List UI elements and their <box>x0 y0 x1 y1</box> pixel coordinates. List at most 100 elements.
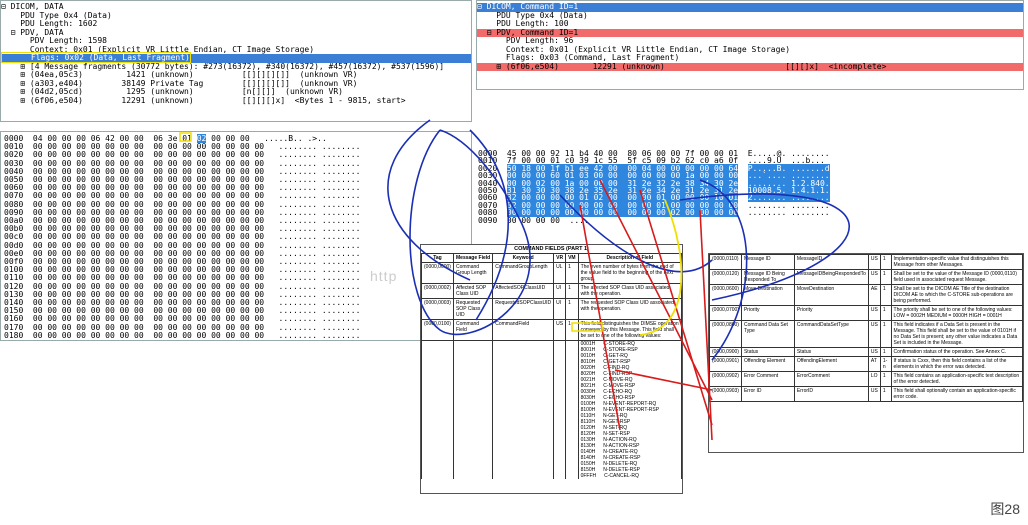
left-tree-row[interactable]: PDU Type 0x4 (Data) <box>1 11 471 21</box>
hex-ascii: ........ ........ <box>278 289 361 299</box>
table-cell: The affected SOP Class UID associated wi… <box>577 283 683 299</box>
hex-offset: 0070 <box>4 191 24 201</box>
command-code: 0140H <box>580 449 596 455</box>
table-cell: 1-n <box>879 356 892 372</box>
hex-ascii: ........ ........ <box>278 281 361 291</box>
command-code: 0130H <box>580 437 596 443</box>
right-tree-row[interactable]: PDU Type 0x4 (Data) <box>477 11 1023 21</box>
table-cell: (0000,0000) <box>421 262 454 284</box>
hex-offset: 00c0 <box>4 232 24 242</box>
left-hex-row: 00c0 00 00 00 00 00 00 00 00 00 00 00 00… <box>4 233 360 242</box>
table-cell <box>492 365 555 371</box>
table-cell: (0000,0902) <box>709 371 742 387</box>
hex-bytes: 00 00 00 00 00 00 00 00 00 00 00 00 00 0… <box>32 298 265 307</box>
table-cell <box>553 425 567 431</box>
left-hex-row: 00f0 00 00 00 00 00 00 00 00 00 00 00 00… <box>4 257 360 267</box>
left-hex-row: 00a0 00 00 00 00 00 00 00 00 00 00 00 00… <box>4 216 360 226</box>
hex-bytes: 00 00 00 00 00 00 00 00 00 00 00 00 00 0… <box>32 150 265 160</box>
left-tree-row[interactable]: ⊞ (6f06,e504) 12291 (unknown) [[][][]x] … <box>1 96 471 106</box>
command-name: N-EVENT-REPORT-RSP <box>603 407 660 413</box>
left-hex-row: 00d0 00 00 00 00 00 00 00 00 00 00 00 00… <box>4 241 360 251</box>
table-cell <box>492 443 555 449</box>
hex-bytes: 00 00 00 00 00 00 00 00 00 00 00 00 00 0… <box>32 175 265 184</box>
right-tree-row[interactable]: Flags: 0x03 (Command, Last Fragment) <box>477 53 1023 63</box>
table-cell <box>553 467 567 473</box>
right-tree-row[interactable]: ⊞ (6f06,e504) 12291 (unknown) [[][]x] <i… <box>477 61 1023 71</box>
table-cell: Priority <box>740 305 795 321</box>
right-tree-row[interactable]: ⊟ DICOM, Command ID=1 <box>477 2 1023 12</box>
hex-ascii: ........ ........ <box>278 183 361 193</box>
hex-offset: 0100 <box>4 265 24 275</box>
table-cell: OffendingElement <box>793 356 869 372</box>
table-cell: US <box>553 319 567 341</box>
right-tree-row-text: ⊟ PDV, Command ID=1 <box>477 27 579 37</box>
hex-ascii: ........ ........ <box>278 158 361 168</box>
command-code: 8140H <box>580 455 596 461</box>
table-cell <box>553 359 567 365</box>
right-tree-row[interactable]: Context: 0x01 (Explicit VR Little Endian… <box>477 45 1023 55</box>
right-tree-row-text: Flags: 0x03 (Command, Last Fragment) <box>477 53 680 62</box>
left-tree-row[interactable]: ⊞ (04d2,05cd) 1295 (unknown) [n[][]] (un… <box>1 87 471 97</box>
left-tree-row[interactable]: PDU Length: 1602 <box>1 19 471 29</box>
left-tree-row[interactable]: Context: 0x01 (Explicit VR Little Endian… <box>1 45 471 55</box>
left-tree-row-text: Flags: 0x02 (Data, Last Fragment) <box>1 52 191 63</box>
right-hex-row: 0030 00 00 00 60 01 03 00 00 00 00 00 00… <box>478 171 830 181</box>
left-tree-row[interactable]: ⊞ (a303,e404) 38149 Private Tag [[][][][… <box>1 79 471 89</box>
command-code: 8120H <box>580 431 596 437</box>
table-cell: (0000,0002) <box>421 283 454 299</box>
hex-offset: 0160 <box>4 314 24 324</box>
left-hex-row: 0040 00 00 00 00 00 00 00 00 00 00 00 00… <box>4 166 360 177</box>
hex-offset: 0040 <box>4 166 24 176</box>
left-hex-row: 0100 00 00 00 00 00 00 00 00 00 00 00 00… <box>4 265 361 275</box>
hex-ascii: ...`.... ........ <box>747 171 830 181</box>
left-tree-row-text: ⊟ PDV, DATA <box>1 27 64 37</box>
hex-ascii: ........ ........ <box>278 265 361 275</box>
table-cell: (0000,0700) <box>709 305 742 321</box>
left-tree-row[interactable]: ⊞ [4 Message fragments (30772 bytes): #2… <box>1 62 471 72</box>
left-hex-row: 0110 00 00 00 00 00 00 00 00 00 00 00 00… <box>4 274 360 283</box>
hex-ascii: ........ ........ <box>278 199 361 209</box>
table-cell: 1 <box>565 298 579 320</box>
left-hex-row: 0080 00 00 00 00 00 00 00 00 00 00 00 00… <box>4 199 361 210</box>
table-cell: 1 <box>879 347 892 357</box>
left-tree-row[interactable]: ⊞ (04ea,05c3) 1421 (unknown) [[][][][]] … <box>1 70 471 80</box>
left-tree-row[interactable]: ⊟ PDV, DATA <box>1 27 471 38</box>
left-tree-row[interactable]: ⊟ DICOM, DATA <box>1 2 471 12</box>
watermark: http <box>370 268 398 284</box>
table-cell <box>452 347 494 353</box>
hex-ascii: ........ ........ <box>278 330 361 340</box>
right-tree-row[interactable]: ⊟ PDV, Command ID=1 <box>477 27 1023 37</box>
hex-offset: 0060 <box>4 183 24 193</box>
right-tree-row-text: ⊞ (6f06,e504) 12291 (unknown) [[][]x] <i… <box>477 61 887 71</box>
left-tree-row-text: PDU Length: 1602 <box>1 19 98 28</box>
table-cell: Shall be set to the value of the Message… <box>890 269 1024 285</box>
hex-bytes: 00 00 00 00 00 00 00 00 00 00 00 00 00 0… <box>32 142 265 152</box>
right-tree-row[interactable]: PDV Length: 96 <box>477 36 1023 46</box>
table-cell: (0000,0120) <box>709 269 742 285</box>
table-cell <box>452 383 494 389</box>
table-cell: (0000,0900) <box>709 347 742 357</box>
table-cell: Offending Element <box>740 356 795 372</box>
table-cell <box>452 413 494 419</box>
table-cell <box>452 455 494 461</box>
table-header-cell: Description of Field <box>577 253 683 263</box>
table-cell: This field contains an application-speci… <box>890 371 1024 387</box>
left-tree-row[interactable]: Flags: 0x02 (Data, Last Fragment) <box>1 52 471 63</box>
table-cell: Command Group Length <box>452 262 494 284</box>
table-cell: Move Destination <box>740 284 795 306</box>
right-tree-row[interactable]: PDU Length: 100 <box>477 19 1023 29</box>
table-cell: 1 <box>879 371 892 387</box>
hex-bytes: 00 00 00 00 00 00 00 00 00 00 00 00 00 0… <box>32 330 265 340</box>
left-tree-row[interactable]: PDV Length: 1598 <box>1 36 471 46</box>
table-cell: (0000,0800) <box>709 320 742 348</box>
table-cell: UL <box>553 262 567 284</box>
left-hex-row: 0170 00 00 00 00 00 00 00 00 00 00 00 00… <box>4 323 360 333</box>
hex-ascii: ........ ........ <box>278 142 361 152</box>
